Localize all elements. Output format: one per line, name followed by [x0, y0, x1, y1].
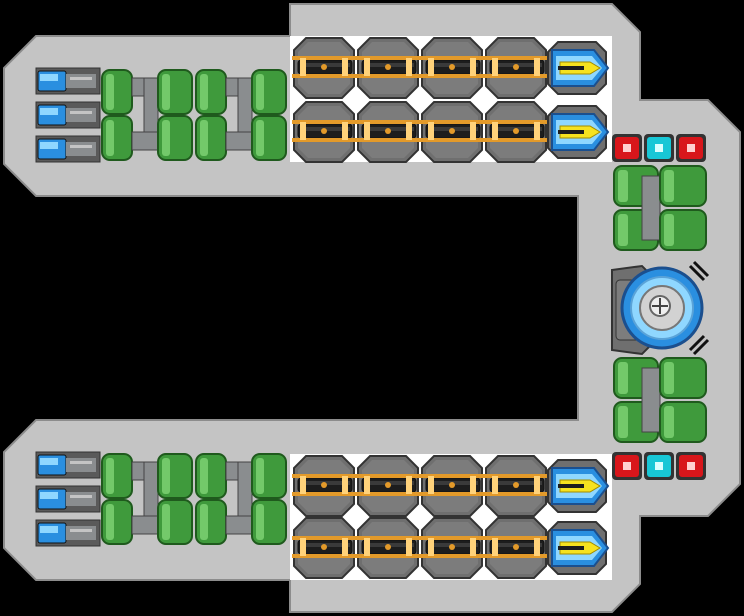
sensor-block[interactable]: [676, 134, 706, 162]
fuel-tank-block[interactable]: [101, 453, 193, 545]
fuel-tank-block[interactable]: [195, 453, 287, 545]
cannon-block[interactable]: [355, 455, 421, 517]
thruster-block[interactable]: [35, 101, 101, 129]
cannon-block[interactable]: [483, 455, 549, 517]
cannon-block[interactable]: [355, 101, 421, 163]
top-weapons-row-2: [291, 101, 609, 163]
cannon-block[interactable]: [483, 101, 549, 163]
missile-launcher-block[interactable]: [547, 459, 609, 513]
bottom-thruster-stack: [35, 451, 101, 547]
cannon-block[interactable]: [483, 517, 549, 579]
cannon-block[interactable]: [483, 37, 549, 99]
top-thruster-stack: [35, 67, 101, 163]
thruster-block[interactable]: [35, 519, 101, 547]
cannon-block[interactable]: [419, 517, 485, 579]
thruster-block[interactable]: [35, 135, 101, 163]
fuel-tank-block[interactable]: [101, 69, 193, 161]
missile-launcher-block[interactable]: [547, 521, 609, 575]
fuel-tank-block[interactable]: [195, 69, 287, 161]
cannon-block[interactable]: [355, 37, 421, 99]
missile-launcher-block[interactable]: [547, 105, 609, 159]
sensor-block[interactable]: [644, 452, 674, 480]
missile-launcher-block[interactable]: [547, 41, 609, 95]
cannon-block[interactable]: [419, 37, 485, 99]
cannon-block[interactable]: [291, 101, 357, 163]
thruster-block[interactable]: [35, 67, 101, 95]
cannon-block[interactable]: [419, 101, 485, 163]
reactor-core-block[interactable]: [610, 260, 710, 356]
thruster-block[interactable]: [35, 451, 101, 479]
top-sensor-row: [612, 134, 706, 162]
bottom-sensor-row: [612, 452, 706, 480]
cannon-block[interactable]: [419, 455, 485, 517]
sensor-block[interactable]: [676, 452, 706, 480]
sensor-block[interactable]: [612, 134, 642, 162]
bottom-weapons-row-2: [291, 517, 609, 579]
thruster-block[interactable]: [35, 485, 101, 513]
reactor-core-icon: [652, 298, 668, 314]
bottom-weapons-row-1: [291, 455, 609, 517]
sensor-block[interactable]: [644, 134, 674, 162]
top-weapons-row-1: [291, 37, 609, 99]
sensor-block[interactable]: [612, 452, 642, 480]
cannon-block[interactable]: [291, 517, 357, 579]
cannon-block[interactable]: [355, 517, 421, 579]
cannon-block[interactable]: [291, 37, 357, 99]
cannon-block[interactable]: [291, 455, 357, 517]
